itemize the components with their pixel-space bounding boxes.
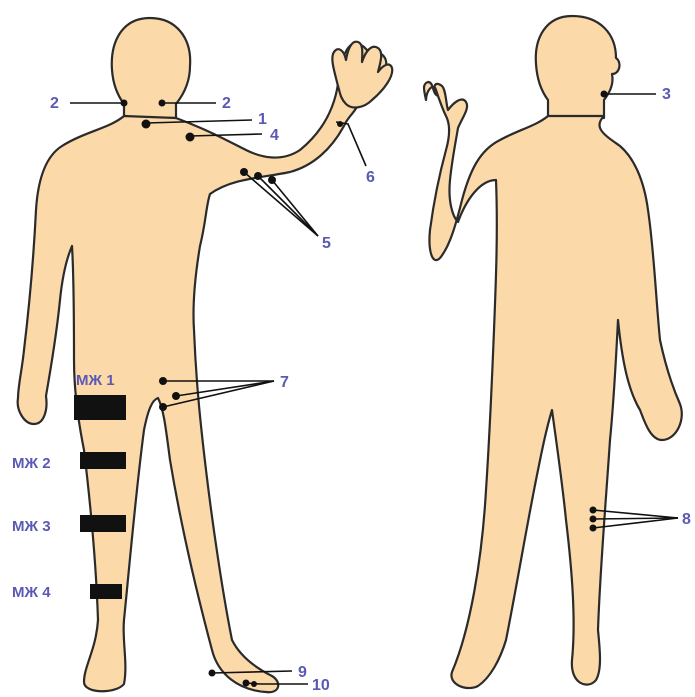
zone-label-2: МЖ 2 <box>12 455 51 472</box>
label-upper-arm: 5 <box>322 235 331 252</box>
zone-band-2 <box>80 452 126 469</box>
label-knee-back: 8 <box>682 511 691 528</box>
zone-label-4: МЖ 4 <box>12 584 51 601</box>
zone-band-1 <box>74 395 126 420</box>
point-ear <box>601 91 608 98</box>
label-neck-right: 2 <box>222 95 231 112</box>
label-wrist: 6 <box>366 169 375 186</box>
point-neck-left <box>121 100 128 107</box>
point-clavicle <box>142 120 151 129</box>
point-groin-2 <box>172 392 180 400</box>
front-raised-hand <box>332 42 392 108</box>
point-ankle <box>209 670 216 677</box>
leader-upper-arm-1 <box>244 172 318 236</box>
point-foot-1 <box>243 680 250 687</box>
label-neck-left: 2 <box>50 95 59 112</box>
back-figure <box>424 16 682 688</box>
point-upper-arm-2 <box>254 172 262 180</box>
label-groin: 7 <box>280 374 289 391</box>
point-knee-back-1 <box>590 507 597 514</box>
point-upper-arm-1 <box>240 168 248 176</box>
zone-band-3 <box>80 515 126 532</box>
label-shoulder: 4 <box>270 127 279 144</box>
point-foot-2 <box>251 681 257 687</box>
zone-label-3: МЖ 3 <box>12 518 51 535</box>
front-torso <box>18 43 387 692</box>
point-knee-back-2 <box>590 516 597 523</box>
point-upper-arm-3 <box>268 176 276 184</box>
back-torso <box>424 82 682 688</box>
leader-upper-arm-3 <box>272 180 318 236</box>
leader-upper-arm-2 <box>258 176 318 236</box>
back-head <box>536 16 620 118</box>
point-wrist <box>337 121 343 127</box>
point-shoulder <box>186 133 195 142</box>
zone-label-1: МЖ 1 <box>76 372 115 389</box>
point-knee-back-3 <box>590 525 597 532</box>
label-ear: 3 <box>662 86 671 103</box>
front-figure <box>18 18 393 692</box>
point-groin-1 <box>159 377 167 385</box>
point-groin-3 <box>159 403 167 411</box>
label-ankle: 9 <box>298 664 307 681</box>
label-clavicle: 1 <box>258 111 267 128</box>
zone-band-4 <box>90 584 122 599</box>
label-foot: 10 <box>312 677 330 694</box>
point-neck-right <box>159 100 166 107</box>
